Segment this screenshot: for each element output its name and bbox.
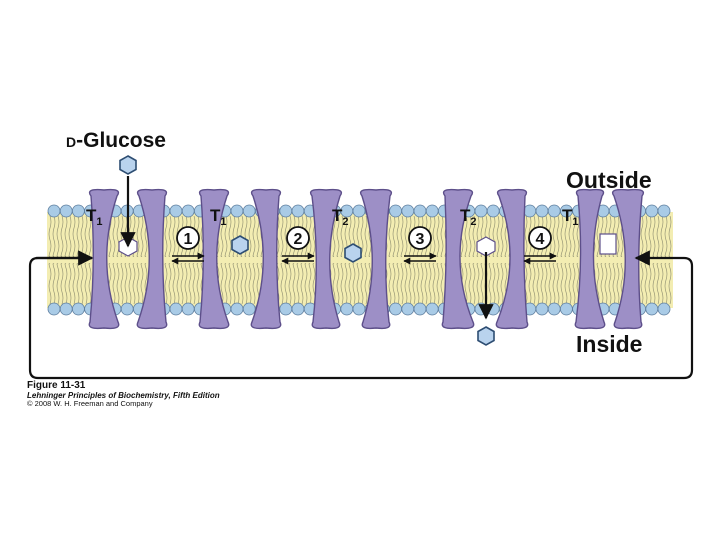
transporter-lobe xyxy=(136,188,168,330)
lipid-head xyxy=(560,302,573,316)
lipid-head xyxy=(72,302,85,316)
lipid-head xyxy=(59,204,73,218)
lipid-head xyxy=(120,302,134,316)
state-label-t1-c: T1 xyxy=(562,206,579,228)
step-marker-2: 2 xyxy=(286,226,310,250)
binding-site xyxy=(599,233,617,255)
lipid-head xyxy=(389,302,403,316)
state-label-t2-b: T2 xyxy=(460,206,477,228)
figure-caption: Figure 11-31 Lehninger Principles of Bio… xyxy=(27,380,220,408)
transporter-lobe xyxy=(495,188,529,330)
step-marker-1: 1 xyxy=(176,226,200,250)
caption-figure-number: Figure 11-31 xyxy=(27,380,86,391)
lipid-head xyxy=(535,204,549,218)
glucose-transporters xyxy=(88,188,645,330)
lipid-head xyxy=(645,204,659,218)
lipid-head xyxy=(340,302,354,316)
lipid-head xyxy=(352,204,366,218)
lipid-head xyxy=(59,302,73,316)
state-label-t1-b: T1 xyxy=(210,206,227,228)
lipid-head xyxy=(181,204,195,218)
lipid-head xyxy=(413,302,427,316)
transporter-lobe xyxy=(198,188,230,330)
transporter-lobe xyxy=(88,188,120,330)
caption-book-title: Lehninger Principles of Biochemistry, Fi… xyxy=(27,390,220,400)
outside-label: Outside xyxy=(566,167,652,193)
lipid-head xyxy=(169,204,183,218)
glucose-label: D-Glucose xyxy=(66,129,166,152)
lipid-head xyxy=(291,302,305,316)
transporter-lobe xyxy=(441,188,475,330)
lipid-head xyxy=(547,302,561,316)
svg-text:3: 3 xyxy=(416,231,425,248)
svg-text:4: 4 xyxy=(536,231,545,248)
state-label-t1-a: T1 xyxy=(86,206,103,228)
lipid-head xyxy=(47,204,61,218)
lipid-head xyxy=(230,302,244,316)
lipid-head xyxy=(352,302,366,316)
lipid-head xyxy=(230,204,244,218)
step-marker-3: 3 xyxy=(408,226,432,250)
glucose-outside-icon xyxy=(119,155,137,175)
svg-text:1: 1 xyxy=(184,231,193,248)
inside-label: Inside xyxy=(576,331,642,357)
transporter-lobe xyxy=(574,188,606,330)
lipid-head xyxy=(547,204,561,218)
lipid-head xyxy=(242,204,256,218)
lipid-head xyxy=(242,302,256,316)
transporter-lobe xyxy=(309,188,343,330)
step-marker-4: 4 xyxy=(528,226,552,250)
lipid-head xyxy=(657,204,671,218)
lipid-head xyxy=(523,204,537,218)
lipid-head xyxy=(169,302,183,316)
lipid-head xyxy=(535,302,549,316)
cycle-loop-line xyxy=(28,250,694,380)
svg-text:2: 2 xyxy=(294,231,303,248)
lipid-head xyxy=(413,204,427,218)
transporter-lobe xyxy=(611,188,645,330)
glucose-inside-icon xyxy=(477,326,495,346)
glucose-bound-icon xyxy=(344,243,362,263)
lipid-head xyxy=(181,302,195,316)
lipid-head xyxy=(47,302,61,316)
transporter-lobe xyxy=(359,188,393,330)
lipid-head xyxy=(72,204,85,218)
lipid-head xyxy=(389,204,403,218)
lipid-head xyxy=(657,302,671,316)
lipid-head xyxy=(486,204,500,218)
lipid-head xyxy=(279,204,293,218)
lipid-head xyxy=(425,302,439,316)
lipid-head xyxy=(645,302,659,316)
lipid-head xyxy=(486,302,500,316)
equilibrium-arrows xyxy=(171,252,557,265)
lipid-head xyxy=(474,204,488,218)
lipid-head xyxy=(401,302,415,316)
state-label-t2-a: T2 xyxy=(332,206,349,228)
lipid-head xyxy=(291,204,305,218)
lipid-head xyxy=(425,204,439,218)
glucose-bound-icon xyxy=(231,235,249,255)
lipid-head xyxy=(401,204,415,218)
transporter-lobe xyxy=(250,188,282,330)
lipid-head xyxy=(279,302,293,316)
caption-copyright: © 2008 W. H. Freeman and Company xyxy=(27,398,153,408)
